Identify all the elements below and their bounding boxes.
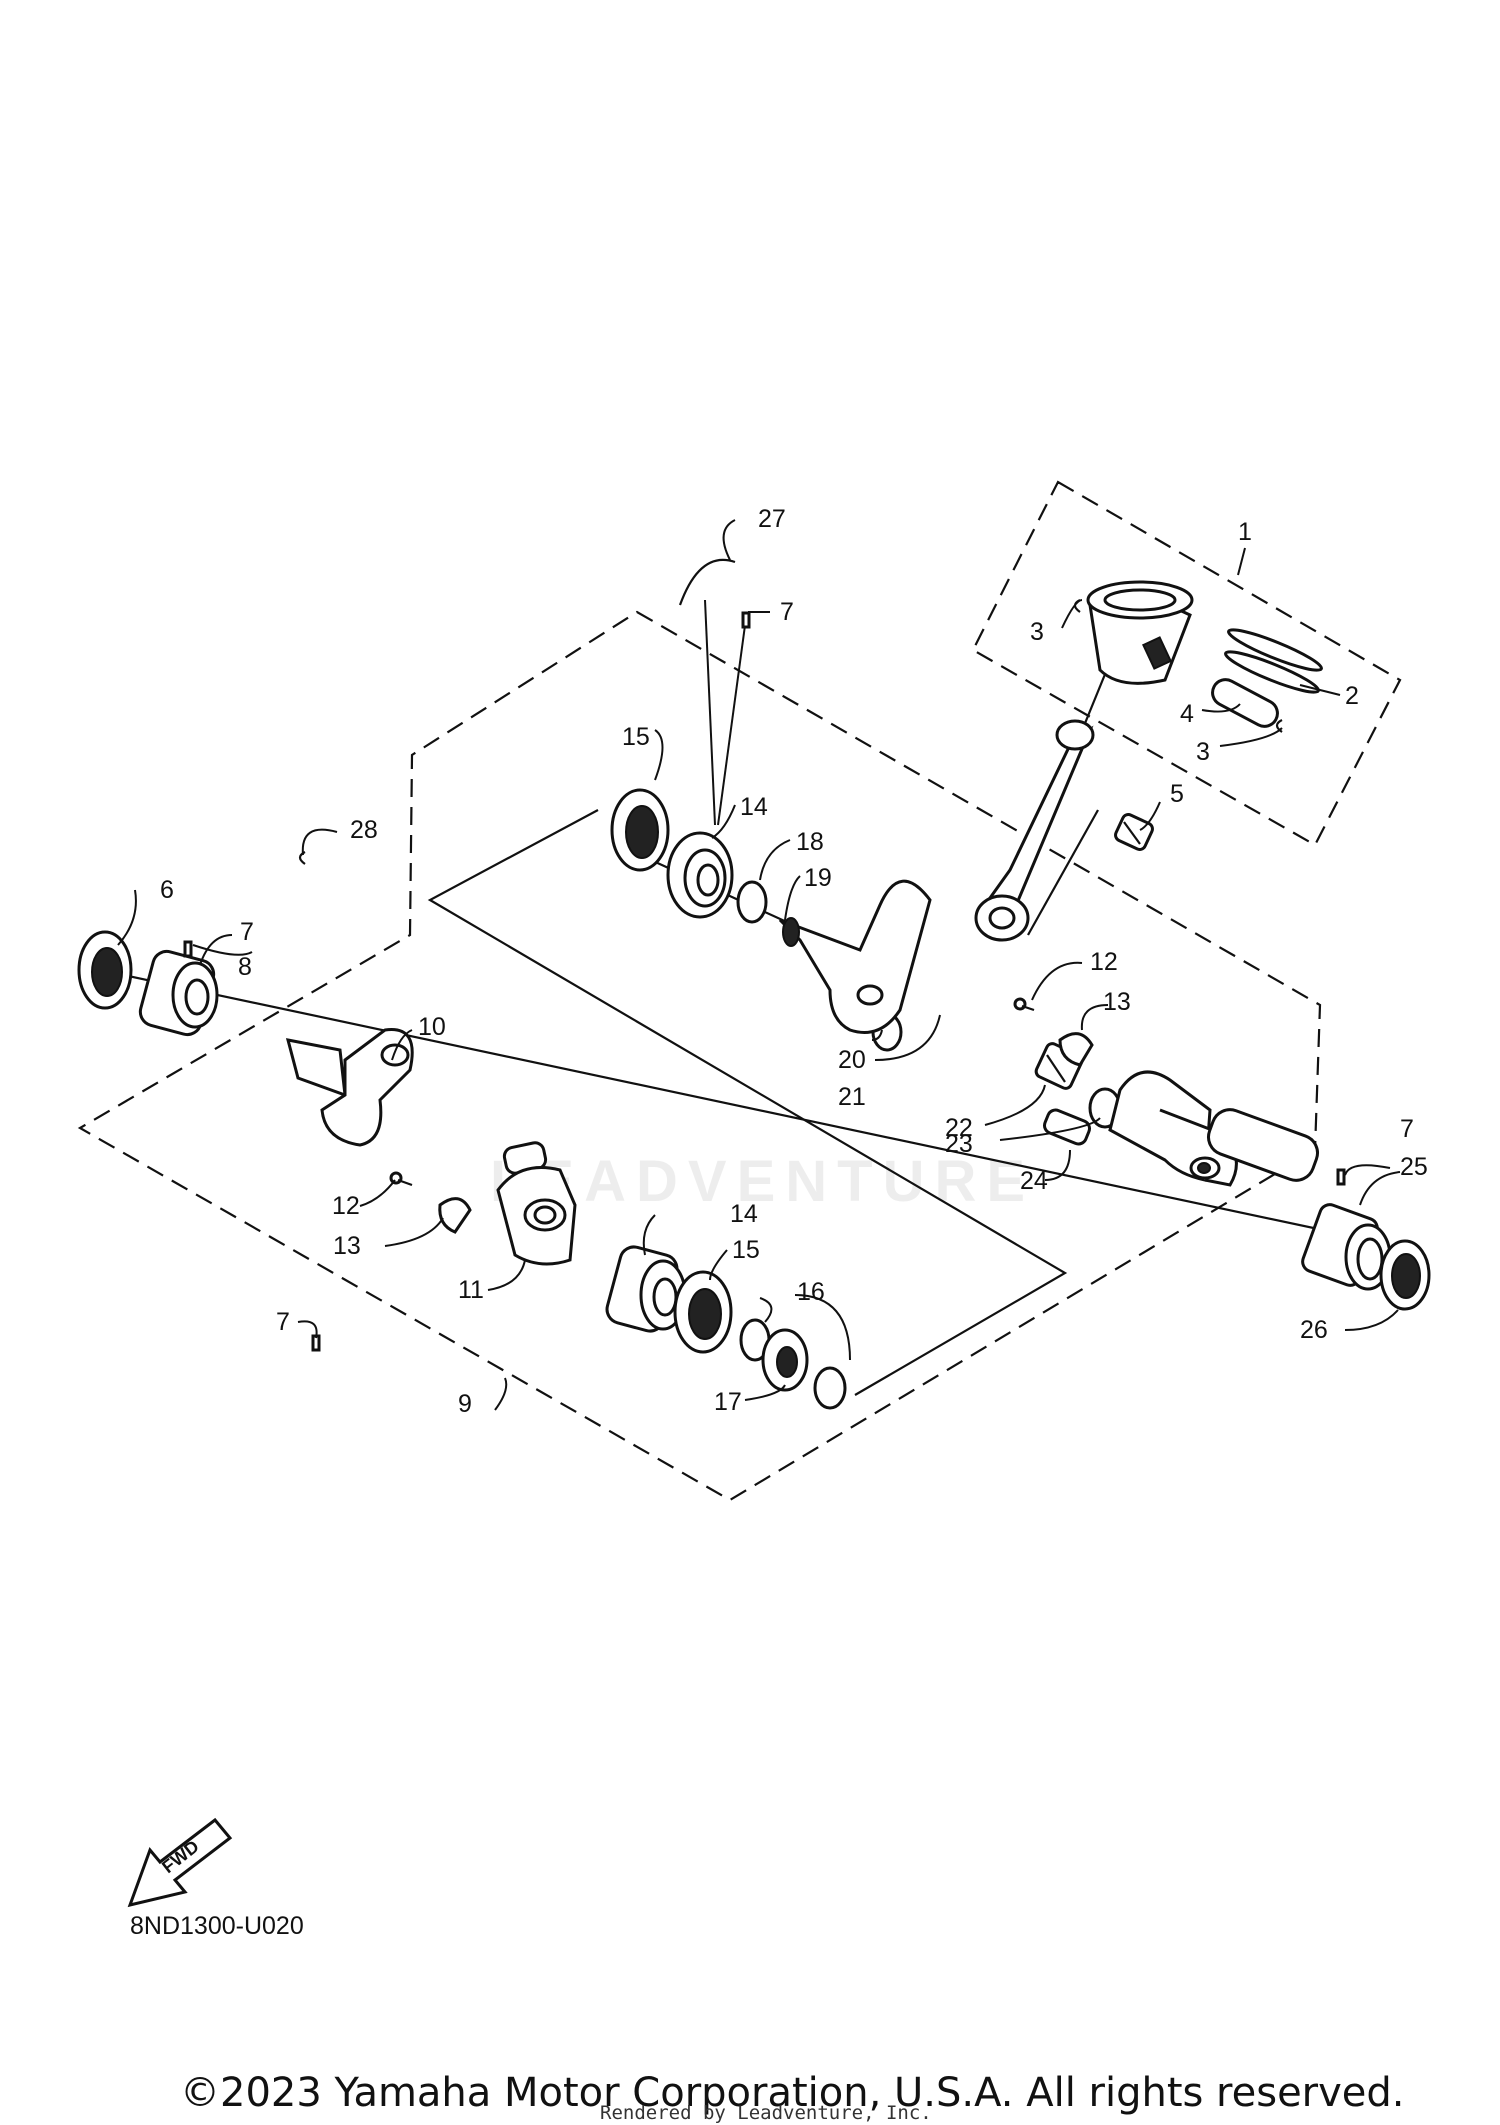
callout-9: 9 [458, 1390, 472, 1418]
right-crank-web [1043, 1070, 1319, 1187]
upper-oil-seal [610, 788, 670, 872]
leader-line [704, 599, 716, 826]
diagram-code: 8ND1300-U020 [130, 1912, 304, 1940]
dowel-pin [1336, 1168, 1346, 1186]
connecting-rod [974, 719, 1095, 942]
upper-o-ring [736, 880, 768, 924]
piston-rings [1224, 628, 1323, 694]
callout-22: 22 [945, 1114, 973, 1142]
piston-assembly-boundary [971, 480, 1402, 847]
part-27-circlip [678, 558, 736, 606]
callout-7: 7 [240, 918, 254, 946]
left-screw [389, 1171, 413, 1187]
callout-18: 18 [796, 828, 824, 856]
left-bearing [138, 949, 219, 1037]
rendered-by-credit: Rendered by Leadventure, Inc. [600, 2102, 932, 2124]
callout-12: 12 [332, 1192, 360, 1220]
crank-section-outline [427, 809, 1068, 1396]
right-key [1058, 1032, 1094, 1067]
callout-17: 17 [714, 1388, 742, 1416]
callout-7: 7 [780, 598, 794, 626]
callout-21: 21 [838, 1083, 866, 1111]
dowel-pin [741, 611, 751, 629]
callout-8: 8 [238, 953, 252, 981]
callout-28: 28 [350, 816, 378, 844]
piston-pin [1211, 678, 1279, 728]
left-key [438, 1197, 472, 1234]
callout-20: 20 [838, 1046, 866, 1074]
callout-13: 13 [1103, 988, 1131, 1016]
callout-11: 11 [458, 1276, 484, 1304]
upper-bearing [666, 831, 734, 919]
drive-gear [761, 1328, 809, 1392]
callout-10: 10 [418, 1013, 446, 1041]
dowel-pin [183, 940, 193, 958]
piston [1086, 580, 1194, 685]
callout-3: 3 [1196, 738, 1210, 766]
callout-14: 14 [740, 793, 768, 821]
lower-crank-web [496, 1141, 577, 1266]
callout-15: 15 [732, 1236, 760, 1264]
callout-13: 13 [333, 1232, 361, 1260]
callout-1: 1 [1238, 518, 1252, 546]
crankshaft-assembly-boundary [77, 610, 1322, 1502]
small-end-bearing [1114, 813, 1154, 851]
fwd-arrow-icon: FWD [127, 1817, 233, 1908]
callout-24: 24 [1020, 1167, 1048, 1195]
callout-23: 23 [945, 1130, 973, 1158]
right-oil-seal [1379, 1239, 1431, 1311]
callout-15: 15 [622, 723, 650, 751]
left-crank-web [285, 1028, 414, 1147]
callout-3: 3 [1030, 618, 1044, 646]
upper-crank-web [778, 879, 932, 1034]
watermark: LEADVENTURE [490, 1149, 1036, 1214]
callout-7: 7 [1400, 1115, 1414, 1143]
lower-o-ring-b [813, 1366, 847, 1410]
callout-19: 19 [804, 864, 832, 892]
callout-27: 27 [758, 505, 786, 533]
dowel-pin [311, 1334, 321, 1352]
right-bearing [1301, 1203, 1392, 1291]
balancer-section-outline [1027, 809, 1099, 936]
right-screw [1013, 997, 1035, 1012]
copyright-notice: ©2023 Yamaha Motor Corporation, U.S.A. A… [180, 2070, 1405, 2116]
callout-14: 14 [730, 1200, 758, 1228]
callout-7: 7 [276, 1308, 290, 1336]
callout-25: 25 [1400, 1153, 1428, 1181]
lower-bearing [605, 1245, 687, 1333]
callout-4: 4 [1180, 700, 1194, 728]
callout-leaders [117, 519, 1401, 1411]
main-axis-line [99, 968, 1371, 1242]
lower-oil-seal [673, 1270, 733, 1354]
leader-line [717, 617, 747, 826]
callout-5: 5 [1170, 780, 1184, 808]
callout-6: 6 [160, 876, 174, 904]
callout-26: 26 [1300, 1316, 1328, 1344]
callout-2: 2 [1345, 682, 1359, 710]
callout-16: 16 [797, 1278, 825, 1306]
left-oil-seal [77, 930, 133, 1010]
callout-12: 12 [1090, 948, 1118, 976]
